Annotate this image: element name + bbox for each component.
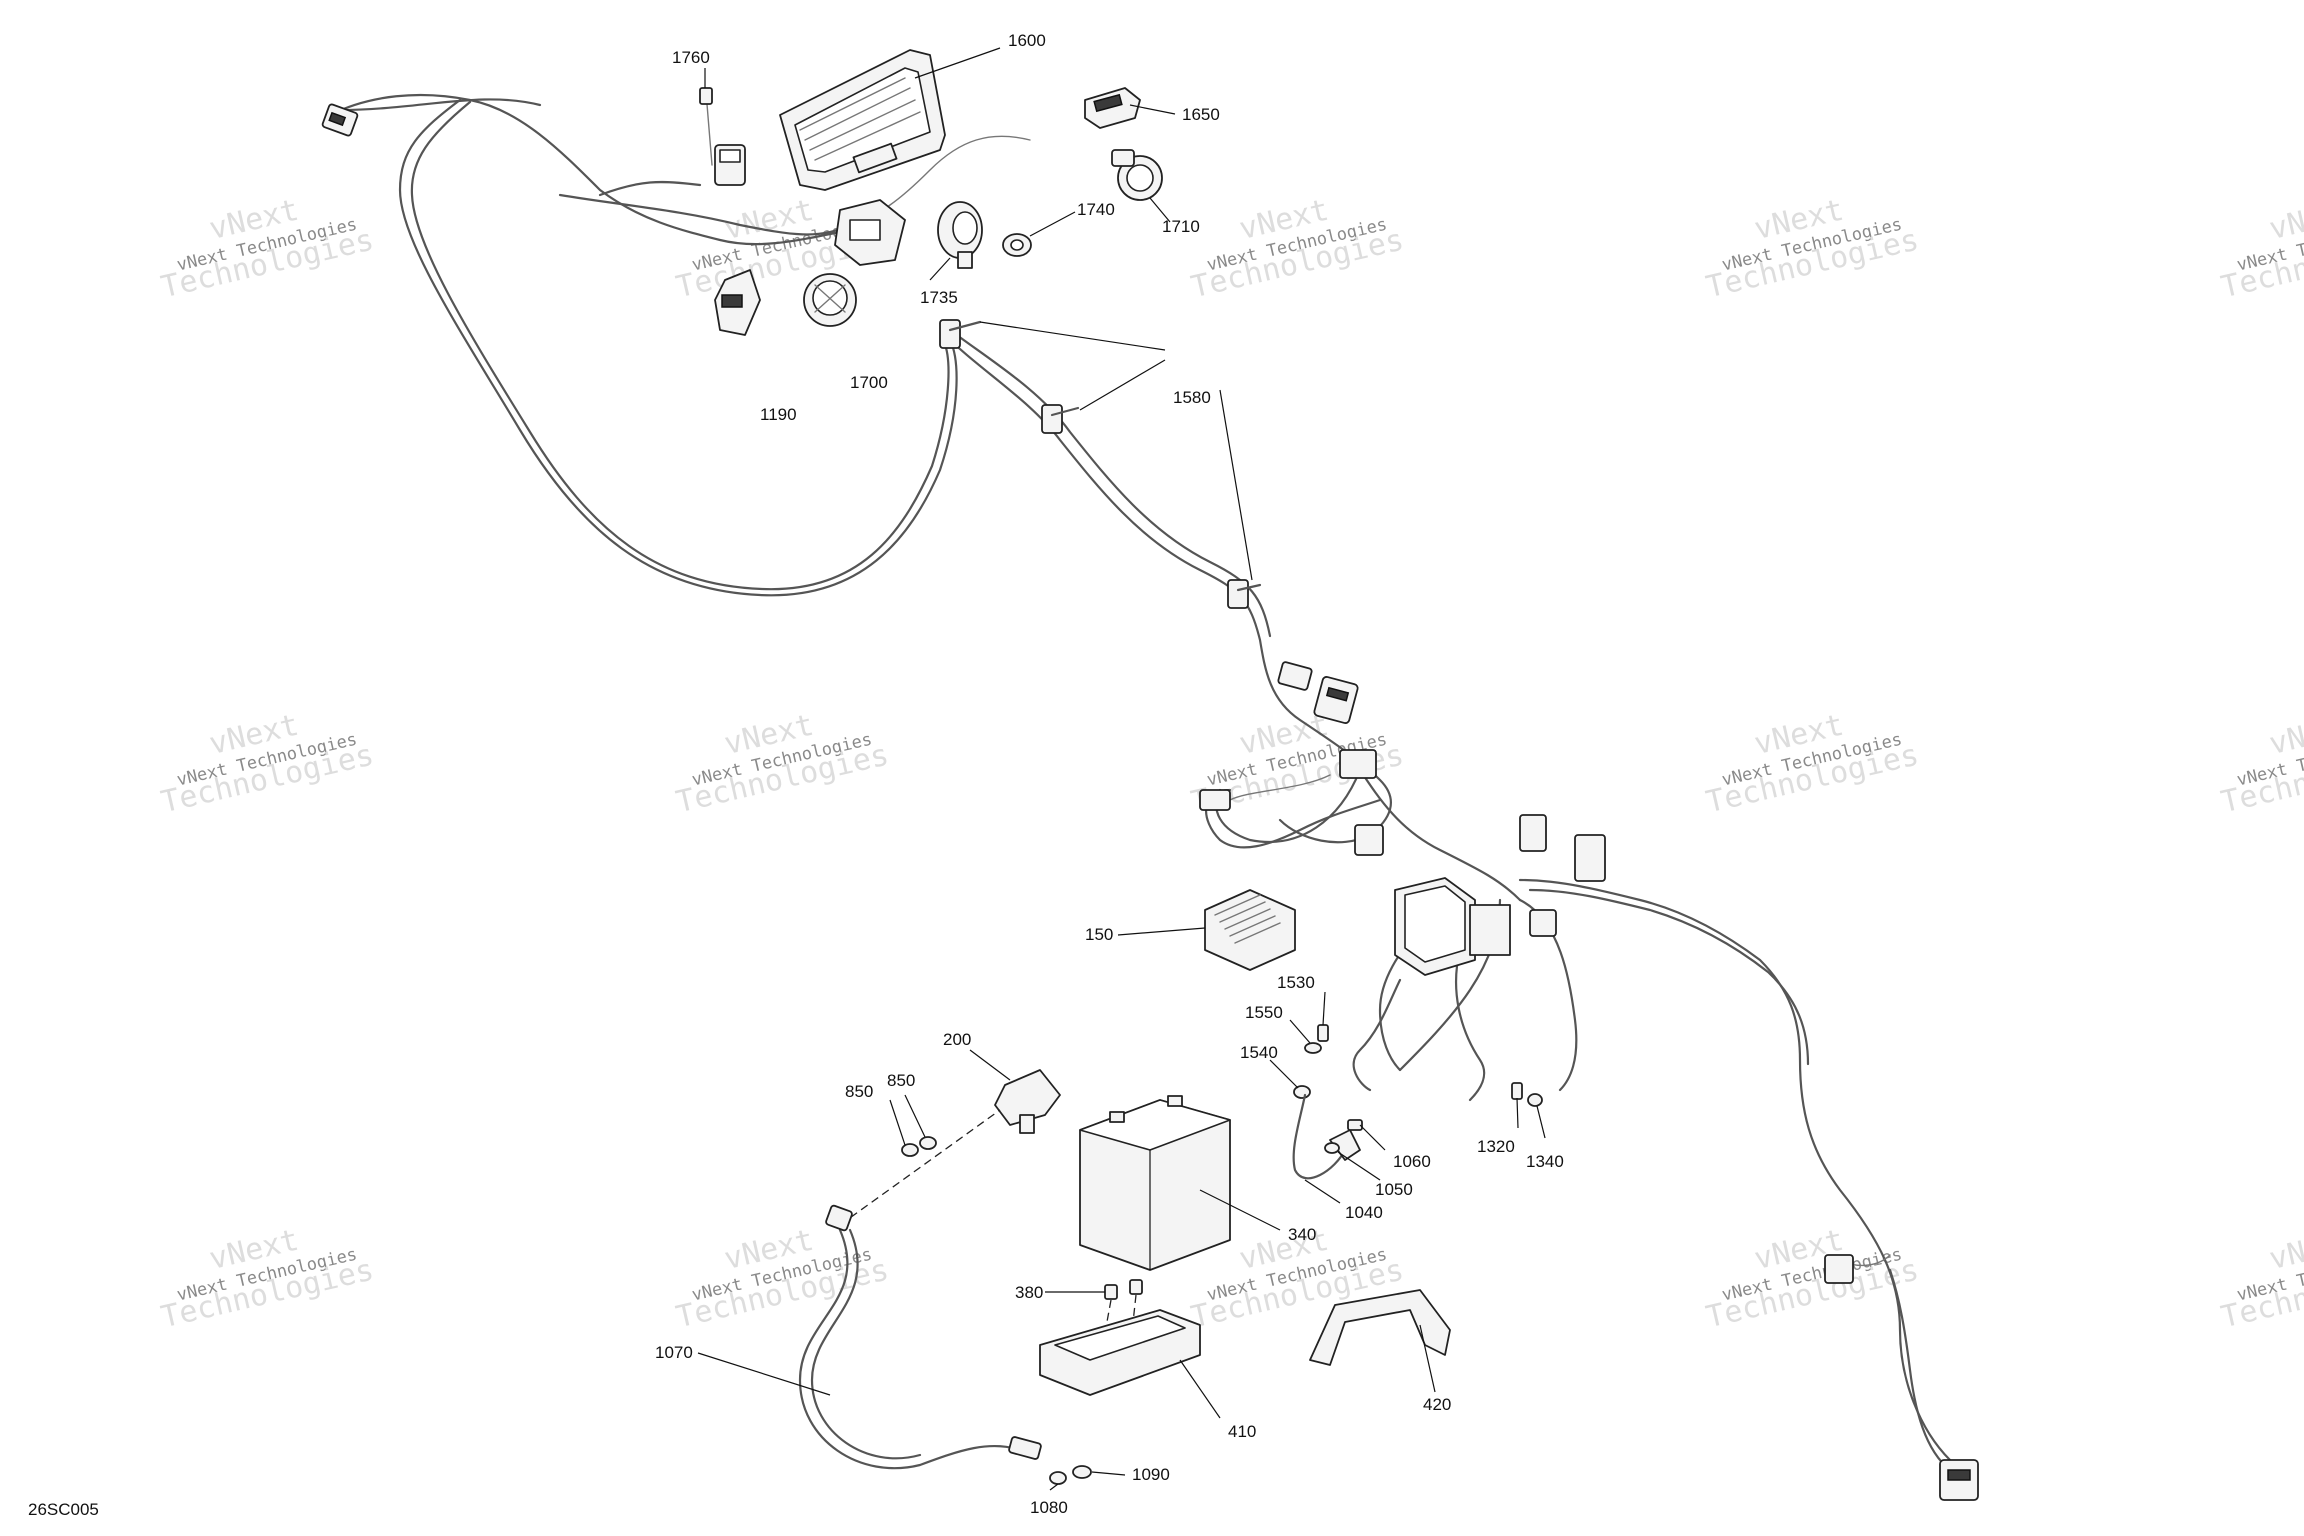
washer-1050 (1324, 1142, 1340, 1154)
watermark: vNext vNext Technologies Technologies (1703, 193, 1922, 306)
watermark: vNext vNext Technologies Technologies (158, 1223, 377, 1336)
socket-1735 (937, 201, 983, 269)
nut-1080 (1049, 1471, 1067, 1485)
harness-connector-top-left (321, 103, 359, 137)
callout-420: 420 (1423, 1395, 1451, 1414)
callout-340: 340 (1288, 1225, 1316, 1244)
ground-cable-1040 (1292, 1093, 1361, 1180)
callout-1320: 1320 (1477, 1137, 1515, 1156)
callout-410: 410 (1228, 1422, 1256, 1441)
callout-1090: 1090 (1132, 1465, 1170, 1484)
washer-1550 (1304, 1042, 1322, 1054)
switch-1700 (803, 273, 857, 327)
callout-150: 150 (1085, 925, 1113, 944)
mid-harness-connectors (1277, 661, 1359, 724)
svg-text:vNext: vNext (2266, 708, 2304, 762)
nut-1340 (1527, 1093, 1543, 1107)
watermark: vNext vNext Technologies Technologies (158, 708, 377, 821)
bolt-1320 (1511, 1082, 1523, 1100)
diagram-code: 26SC005 (28, 1500, 99, 1519)
watermark: vNext vNext Technologies Technologies (1703, 708, 1922, 821)
screw-380-b (1129, 1279, 1143, 1295)
callout-1080: 1080 (1030, 1498, 1068, 1517)
starter-solenoid-200 (994, 1069, 1061, 1134)
svg-text:vNext: vNext (2266, 1223, 2304, 1277)
callout-200: 200 (943, 1030, 971, 1049)
callout-1070: 1070 (655, 1343, 693, 1362)
clip-1580-c (1227, 579, 1262, 609)
screw-380-a (1104, 1284, 1118, 1300)
callout-1580: 1580 (1173, 388, 1211, 407)
voltage-regulator-150 (1204, 889, 1296, 971)
battery-cable-1070 (798, 1204, 1042, 1470)
callout-labels: 1760 1600 1650 1710 1740 1735 1190 1700 … (655, 31, 1564, 1517)
assembly-line-200 (839, 1109, 1001, 1226)
callout-1040: 1040 (1345, 1203, 1383, 1222)
callout-850-a: 850 (845, 1082, 873, 1101)
callout-1190: 1190 (760, 405, 797, 424)
battery-tray-410 (1039, 1309, 1201, 1396)
nut-850-b (919, 1136, 937, 1150)
nut-1740 (1002, 233, 1032, 257)
callout-1540: 1540 (1240, 1043, 1278, 1062)
callout-1735: 1735 (920, 288, 958, 307)
callout-380: 380 (1015, 1283, 1043, 1302)
watermark: vNext vNext Technologies Technologies (1188, 193, 1407, 306)
callout-850-b: 850 (887, 1071, 915, 1090)
instrument-cluster-1600 (779, 49, 946, 191)
callout-1060: 1060 (1393, 1152, 1431, 1171)
bolt-1060 (1347, 1119, 1363, 1131)
screw-1760 (699, 87, 713, 166)
callout-1550: 1550 (1245, 1003, 1283, 1022)
fuse-box (1394, 877, 1511, 976)
clip-1580-a (939, 319, 982, 349)
watermark: vNext vNext Technologies Technologies (158, 193, 377, 306)
nut-850-a (901, 1143, 919, 1157)
handlebar-switch-housing (834, 199, 906, 266)
washer-1090 (1072, 1465, 1092, 1479)
callout-1600: 1600 (1008, 31, 1046, 50)
connector-1190 (714, 269, 761, 336)
battery-340 (1079, 1095, 1231, 1271)
watermark: vNext vNext Technologies Technologies (673, 708, 892, 821)
switch-1710 (1111, 149, 1163, 201)
fastener-1530 (1317, 1024, 1329, 1042)
connector-1650 (1084, 87, 1141, 129)
callout-1710: 1710 (1162, 217, 1200, 236)
clip-1580-b (1041, 404, 1080, 434)
callout-1050: 1050 (1375, 1180, 1413, 1199)
callout-1650: 1650 (1182, 105, 1220, 124)
callout-1760: 1760 (672, 48, 710, 67)
leader-lines (697, 47, 1546, 1491)
watermark: vNext vNext Technologies Technologies (1703, 1223, 1922, 1336)
callout-1340: 1340 (1526, 1152, 1564, 1171)
upper-wiring-harness (328, 93, 1392, 844)
watermark: vNext vNext Technologies Technologies (2218, 1223, 2304, 1336)
watermark: vNext vNext Technologies Technologies (2218, 708, 2304, 821)
harness-connectors-center (1199, 749, 1979, 1501)
callout-1530: 1530 (1277, 973, 1315, 992)
svg-text:vNext: vNext (2266, 193, 2304, 247)
callout-1700: 1700 (850, 373, 888, 392)
switch-bracket (714, 144, 746, 186)
battery-strap-420 (1309, 1289, 1451, 1366)
eyelet-1540 (1293, 1085, 1311, 1099)
watermark: vNext vNext Technologies Technologies (2218, 193, 2304, 306)
callout-1740: 1740 (1077, 200, 1115, 219)
